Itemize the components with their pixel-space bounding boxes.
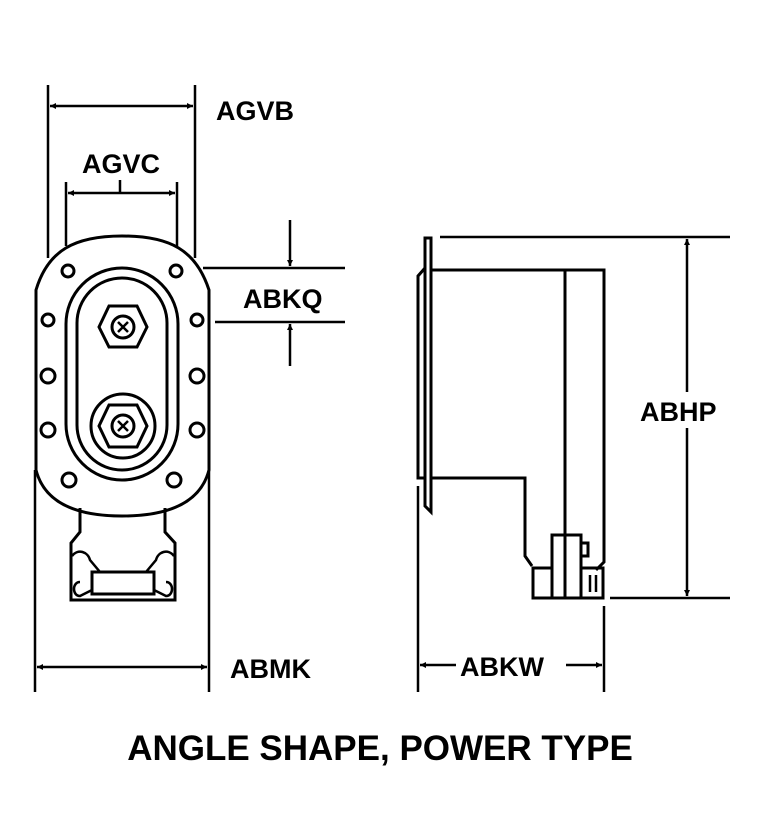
dimension-agvc: AGVC xyxy=(64,149,179,246)
dimension-abmk: ABMK xyxy=(33,470,311,692)
mounting-holes xyxy=(39,263,206,489)
bottom-terminal-hex-nut xyxy=(89,392,157,460)
side-back-plate xyxy=(416,267,427,480)
label-abmk: ABMK xyxy=(230,654,311,684)
side-body xyxy=(431,268,606,572)
front-outer-housing xyxy=(34,234,211,518)
top-terminal-hex-nut xyxy=(97,304,149,349)
side-flange xyxy=(423,236,433,516)
side-view xyxy=(416,236,606,600)
label-abkq: ABKQ xyxy=(243,284,323,314)
label-abhp: ABHP xyxy=(640,397,717,427)
diagram-title: ANGLE SHAPE, POWER TYPE xyxy=(127,729,633,768)
side-connector xyxy=(531,533,605,600)
front-inner-plate xyxy=(75,276,169,472)
front-view xyxy=(34,234,211,602)
label-agvc: AGVC xyxy=(82,149,160,179)
dimension-abkw: ABKW xyxy=(416,486,606,692)
label-agvb: AGVB xyxy=(216,96,294,126)
front-connector xyxy=(69,508,177,602)
dimension-abkq: ABKQ xyxy=(203,220,345,366)
label-abkw: ABKW xyxy=(460,652,544,682)
dimension-abhp: ABHP xyxy=(440,235,738,600)
front-inner-gasket xyxy=(64,266,180,482)
dimension-agvb: AGVB xyxy=(46,85,294,258)
